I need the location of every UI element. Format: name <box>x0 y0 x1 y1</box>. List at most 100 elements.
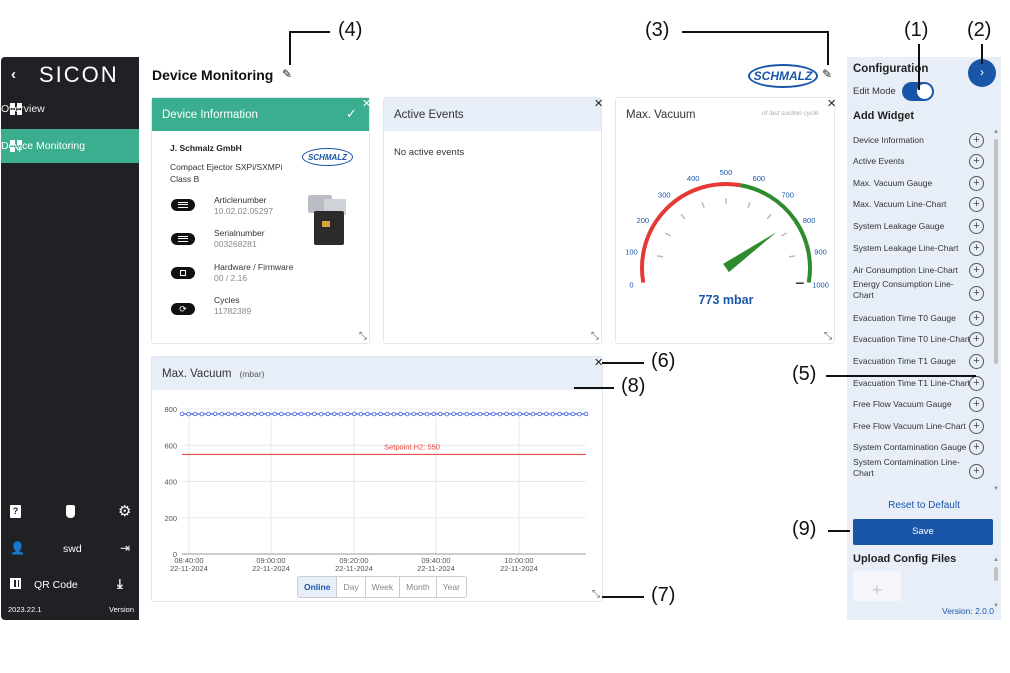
data-point <box>345 411 350 417</box>
data-point <box>246 411 251 417</box>
add-widget-icon[interactable]: + <box>969 219 984 234</box>
save-button[interactable]: Save <box>853 519 993 545</box>
edit-logo-icon[interactable]: ✎ <box>822 67 833 81</box>
y-tick-label: 200 <box>164 514 177 523</box>
edit-mode-toggle[interactable] <box>902 82 934 101</box>
gauge-tick <box>747 201 751 209</box>
data-point <box>550 411 556 417</box>
resize-handle-icon[interactable]: ⤡ <box>359 331 367 342</box>
widget-item-label: Evacuation Time T0 Line-Chart <box>853 334 971 344</box>
data-point <box>358 411 364 417</box>
add-widget-icon[interactable]: + <box>969 154 984 169</box>
annotation-8: (8) <box>621 375 646 397</box>
range-month-button[interactable]: Month <box>400 577 437 597</box>
reset-to-default-button[interactable]: Reset to Default <box>888 500 960 511</box>
data-point <box>471 411 476 417</box>
add-widget-icon[interactable]: + <box>969 133 984 148</box>
widget-item-label: System Contamination Line-Chart <box>853 457 960 478</box>
gauge-tick-label: 100 <box>625 247 638 256</box>
download-icon[interactable]: ⤓ <box>117 576 123 591</box>
collapse-sidebar-icon[interactable]: ‹ <box>11 66 16 83</box>
data-point <box>232 411 238 417</box>
username: swd <box>63 543 82 555</box>
close-card-icon[interactable]: ✕ <box>594 357 604 369</box>
add-widget-icon[interactable]: + <box>969 397 984 412</box>
resize-handle-icon[interactable]: ⤡ <box>824 331 832 342</box>
card-title: Max. Vacuum <box>626 108 696 121</box>
data-point <box>451 411 456 417</box>
resize-handle-icon[interactable]: ⤡ <box>592 589 600 600</box>
gauge-tick-label: 300 <box>658 190 671 199</box>
annotation-line <box>682 31 828 33</box>
data-point <box>431 411 436 417</box>
serialnumber-value: 003268281 <box>214 239 257 249</box>
close-card-icon[interactable]: ✕ <box>827 98 837 110</box>
gauge-tick-label: 0 <box>629 281 633 290</box>
close-card-icon[interactable]: ✕ <box>362 98 372 110</box>
annotation-line <box>981 44 983 64</box>
add-widget-icon[interactable]: + <box>969 241 984 256</box>
upload-dropzone[interactable]: + <box>853 571 901 601</box>
range-year-button[interactable]: Year <box>442 582 460 592</box>
qr-code-icon[interactable] <box>10 578 21 589</box>
add-widget-icon[interactable]: + <box>969 440 984 455</box>
overview-icon <box>10 103 22 115</box>
x-tick-label: 09:40:00 <box>421 556 450 565</box>
help-icon[interactable]: ? <box>10 505 21 518</box>
schmalz-logo-text: SCHMALZ <box>307 152 348 162</box>
data-point <box>491 411 496 417</box>
add-widget-icon[interactable]: + <box>969 263 984 278</box>
data-point <box>279 411 284 417</box>
data-point <box>199 411 205 417</box>
logout-icon[interactable]: ⇥ <box>120 541 131 555</box>
y-tick-label: 800 <box>164 405 177 414</box>
add-widget-icon[interactable]: + <box>969 311 984 326</box>
widget-item-label: Air Consumption Line-Chart <box>853 265 958 275</box>
data-point <box>404 411 410 417</box>
configuration-panel: Configuration › Edit Mode Add Widget Dev… <box>847 57 1001 620</box>
data-point <box>530 411 536 417</box>
user-icon: 👤 <box>10 541 25 555</box>
max-vacuum-gauge-card: Max. Vacuum of last suction cycle ✕ 0 100… <box>615 97 837 344</box>
x-tick-date: 22-11-2024 <box>417 564 455 572</box>
annotation-7: (7) <box>651 584 676 606</box>
settings-icon[interactable]: ⚙ <box>118 503 132 520</box>
cycles-label: Cycles <box>214 295 240 305</box>
close-card-icon[interactable]: ✕ <box>594 98 604 110</box>
annotation-1: (1) <box>904 19 929 41</box>
add-widget-icon[interactable]: + <box>969 332 984 347</box>
qr-code-label[interactable]: QR Code <box>34 579 78 591</box>
widget-item-label: Max. Vacuum Gauge <box>853 178 933 188</box>
add-widget-icon[interactable]: + <box>969 354 984 369</box>
add-widget-icon[interactable]: + <box>969 419 984 434</box>
product-name: Compact Ejector SXPi/SXMPi Class B <box>170 162 283 184</box>
data-point <box>504 411 509 417</box>
x-tick-date: 22-11-2024 <box>500 564 538 572</box>
range-week-button[interactable]: Week <box>366 577 401 597</box>
device-icon[interactable] <box>66 505 75 518</box>
upload-scrollbar[interactable]: ▲ ▼ <box>993 557 999 609</box>
dashboard-add-icon <box>10 140 22 152</box>
add-widget-icon[interactable]: + <box>969 376 984 391</box>
range-online-button[interactable]: Online <box>298 577 338 597</box>
data-point <box>385 411 390 417</box>
gauge-subtitle: of last suction cycle <box>762 110 819 117</box>
sidebar-item-overview[interactable]: Overview <box>1 92 139 126</box>
add-widget-icon[interactable]: + <box>969 176 984 191</box>
add-widget-icon[interactable]: + <box>969 464 984 479</box>
widget-list-scrollbar[interactable]: ▲ ▼ <box>993 129 999 492</box>
sidebar-item-label: Overview <box>1 103 45 115</box>
card-header: Max. Vacuum <box>616 98 834 131</box>
resize-handle-icon[interactable]: ⤡ <box>591 331 599 342</box>
add-widget-icon[interactable]: + <box>969 197 984 212</box>
range-day-button[interactable]: Day <box>337 577 366 597</box>
edit-title-icon[interactable]: ✎ <box>282 67 293 81</box>
data-point <box>438 411 443 417</box>
data-point <box>444 411 450 417</box>
annotation-line <box>602 596 644 598</box>
sidebar-item-device-monitoring[interactable]: Device Monitoring <box>1 129 139 163</box>
add-widget-icon[interactable]: + <box>969 286 984 301</box>
data-point <box>186 411 191 417</box>
chip-icon <box>171 267 195 279</box>
check-icon: ✓ <box>346 106 357 121</box>
